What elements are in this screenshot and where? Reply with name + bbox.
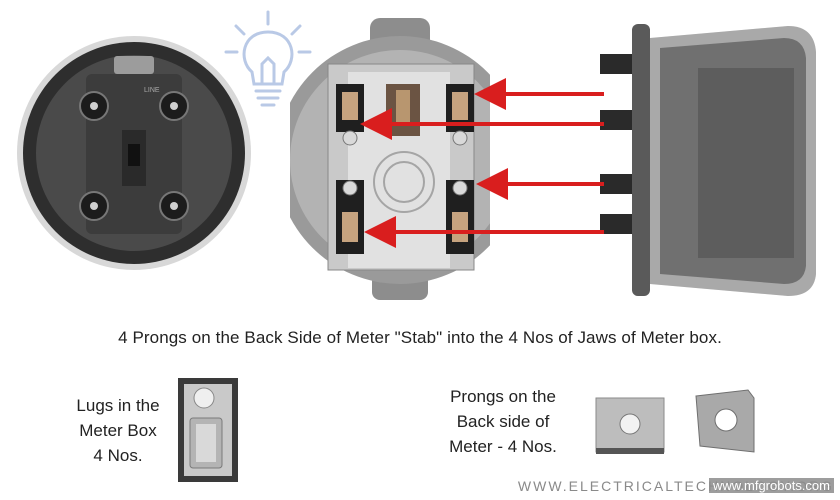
light-bulb-icon [224, 10, 312, 107]
arrows-overlay [360, 78, 604, 248]
prongs-caption-line-3: Meter - 4 Nos. [449, 437, 557, 456]
lugs-caption-line-2: Meter Box [79, 421, 157, 440]
meter-back-line-label: LINE [144, 87, 160, 94]
prongs-caption-line-1: Prongs on the [450, 387, 556, 406]
watermark-overlay: www.mfgrobots.com [708, 478, 834, 493]
prongs-caption: Prongs on the Back side of Meter - 4 Nos… [418, 384, 588, 459]
watermark: WWW.ELECTRICALTECHNOLOGY.ORG www.mfgrobo… [518, 478, 834, 494]
prong-image-side [695, 389, 755, 453]
prongs-caption-line-2: Back side of [456, 412, 550, 431]
lugs-caption-line-3: 4 Nos. [93, 446, 143, 465]
lugs-caption: Lugs in the Meter Box 4 Nos. [58, 393, 178, 468]
meter-side-image [600, 24, 816, 296]
lug-image [178, 378, 238, 482]
meter-socket-box-image [290, 18, 490, 300]
main-caption: 4 Prongs on the Back Side of Meter "Stab… [118, 328, 722, 347]
prong-image-front [595, 397, 665, 454]
meter-back-image: LINE [17, 36, 251, 270]
lugs-caption-line-1: Lugs in the [76, 396, 160, 415]
